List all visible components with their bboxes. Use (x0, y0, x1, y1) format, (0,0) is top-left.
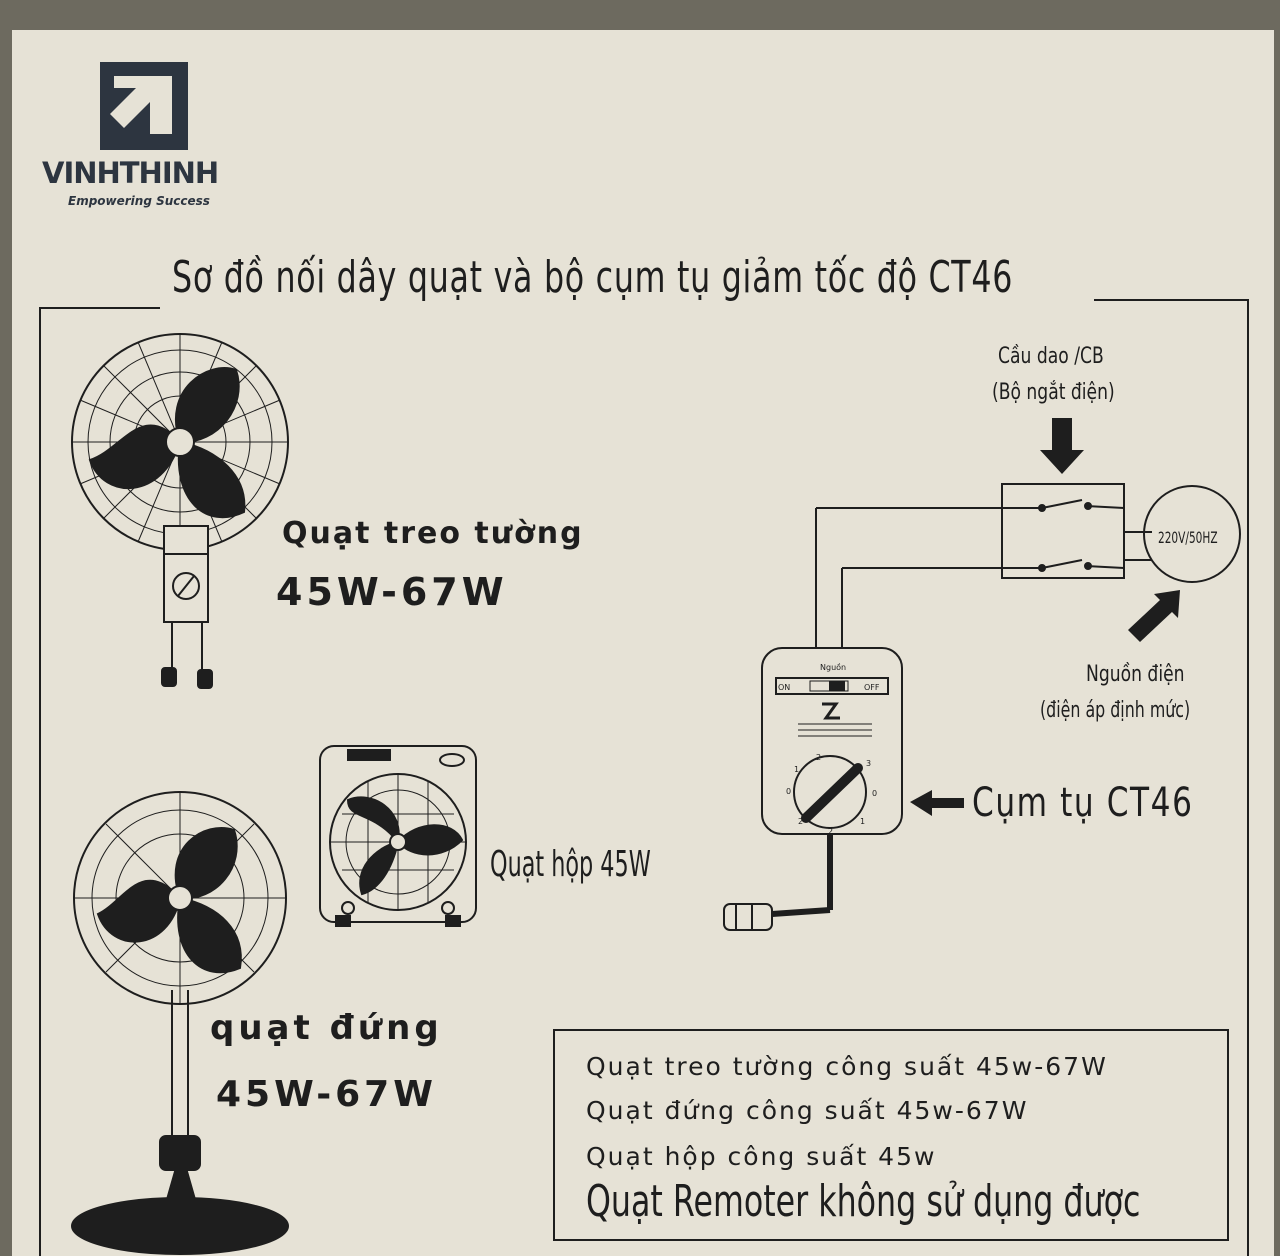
breaker-arrow-icon (1040, 418, 1084, 474)
dial-mark: 0 (872, 789, 877, 798)
vinhthinh-logo-icon (100, 62, 188, 150)
dial-mark: 2 (798, 817, 803, 826)
wall-fan-label: Quạt treo tường (282, 516, 584, 551)
diagram-sheet: Nguồn ON OFF 1 2 3 0 0 2 2 1 VINHTHINH E… (12, 30, 1274, 1256)
frame-border (39, 299, 1249, 1256)
dial-mark: 3 (866, 759, 871, 768)
ct46-device-icon (723, 647, 903, 931)
breaker-sublabel: (Bộ ngắt điện) (992, 380, 1115, 405)
breaker-icon (1001, 483, 1125, 579)
note-stand-fan: Quạt đứng công suất 45w-67W (586, 1096, 1029, 1125)
power-source-sublabel: (điện áp định mức) (1040, 698, 1191, 723)
note-remote-fan: Quạt Remoter không sử dụng được (586, 1176, 1141, 1227)
brand-name: VINHTHINH (42, 156, 219, 190)
source-arrow-icon (1128, 590, 1180, 642)
stand-fan-power: 45W-67W (216, 1074, 437, 1115)
ct46-label: Cụm tụ CT46 (972, 780, 1194, 826)
breaker-label: Cầu dao /CB (998, 344, 1104, 369)
wiring-diagram-graphics: Nguồn ON OFF 1 2 3 0 0 2 2 1 (39, 62, 1249, 1256)
device-on-label: ON (778, 683, 790, 692)
brand-slogan: Empowering Success (68, 194, 210, 208)
wall-fan-power: 45W-67W (276, 570, 508, 614)
note-box-fan: Quạt hộp công suất 45w (586, 1142, 937, 1171)
stand-fan-label: quạt đứng (210, 1008, 443, 1048)
dial-mark: 2 (828, 827, 833, 836)
wiring-lines (815, 507, 1152, 654)
dial-mark: 0 (786, 787, 791, 796)
voltage-label: 220V/50HZ (1158, 528, 1218, 547)
stand-fan-icon (71, 791, 289, 1255)
notes-box (553, 1029, 1229, 1241)
dial-mark: 1 (794, 765, 799, 774)
wall-fan-icon (71, 333, 289, 689)
box-fan-icon (319, 745, 477, 927)
power-source-label: Nguồn điện (1086, 662, 1185, 687)
dial-mark: 2 (816, 753, 821, 762)
power-source-icon (1143, 485, 1241, 583)
ct46-arrow-icon (910, 790, 964, 816)
box-fan-label: Quạt hộp 45W (490, 844, 651, 885)
device-off-label: OFF (864, 683, 880, 692)
note-wall-fan: Quạt treo tường công suất 45w-67W (586, 1052, 1108, 1081)
page-title: Sơ đồ nối dây quạt và bộ cụm tụ giảm tốc… (172, 252, 1014, 303)
dial-mark: 1 (860, 817, 865, 826)
device-top-label: Nguồn (820, 662, 846, 672)
